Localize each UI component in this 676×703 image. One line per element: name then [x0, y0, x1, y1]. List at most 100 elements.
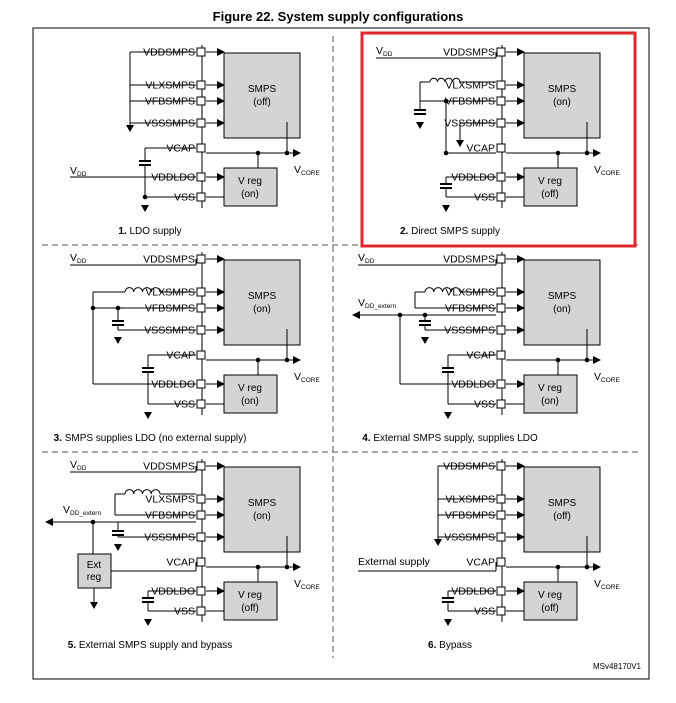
panel-1: VDDSMPSVLXSMPSVFBSMPSVSSSMPSVCAPVDDLDOVS… [70, 45, 320, 237]
pin-square [196, 143, 206, 153]
panel-4: VDDSMPSVLXSMPSVFBSMPSVSSSMPSVCAPVDDLDOVS… [352, 252, 620, 444]
vreg-label: V reg [238, 590, 262, 601]
pin-square [196, 80, 206, 90]
panel-3: VDDSMPSVLXSMPSVFBSMPSVSSSMPSVCAPVDDLDOVS… [54, 252, 320, 444]
smps-block [523, 52, 601, 139]
panel-caption: 1. LDO supply [118, 226, 181, 237]
pin-square [496, 510, 506, 520]
pin-square [196, 461, 206, 471]
smps-state: (on) [553, 97, 571, 108]
pin-label-vcap: VCAP [466, 557, 495, 569]
ground-icon [444, 412, 452, 419]
pin-square [196, 510, 206, 520]
panel-caption: 4. External SMPS supply, supplies LDO [362, 433, 538, 444]
pin-label-vcap: VCAP [466, 143, 495, 155]
vcore-label: VCORE [294, 371, 320, 384]
smps-block [523, 259, 601, 346]
pin-square [496, 379, 506, 389]
pin-square [196, 494, 206, 504]
inductor-icon [429, 77, 461, 83]
ext-reg-label-2: reg [87, 572, 101, 583]
pin-square [496, 118, 506, 128]
panel-2: VDDSMPSVLXSMPSVFBSMPSVSSSMPSVCAPVDDLDOVS… [376, 45, 620, 237]
vreg-label: V reg [538, 383, 562, 394]
pin-square [196, 379, 206, 389]
figure-reference: MSv48170V1 [593, 662, 642, 671]
ext-reg-label-1: Ext [87, 560, 102, 571]
pin-label-vcap: VCAP [166, 557, 195, 569]
panel-caption: 5. External SMPS supply and bypass [68, 640, 233, 651]
smps-label: SMPS [248, 291, 277, 302]
pin-square [496, 172, 506, 182]
pin-square [496, 350, 506, 360]
pin-square [196, 192, 206, 202]
inductor-icon [424, 287, 461, 293]
ground-icon [421, 337, 429, 344]
pin-square [496, 143, 506, 153]
panel-caption: 3. SMPS supplies LDO (no external supply… [54, 433, 247, 444]
panel-5: VDDSMPSVLXSMPSVFBSMPSVSSSMPSVCAPVDDLDOVS… [45, 459, 320, 651]
pin-square [496, 287, 506, 297]
vdd-label: VDD [376, 45, 393, 58]
smps-block [223, 52, 301, 139]
pin-square [496, 80, 506, 90]
vdd-label: VDD [358, 252, 375, 265]
pin-square [496, 606, 506, 616]
inductor-icon [124, 489, 161, 495]
smps-label: SMPS [248, 498, 277, 509]
pin-square [496, 303, 506, 313]
pin-square [496, 254, 506, 264]
pin-square [496, 192, 506, 202]
pin-square [196, 47, 206, 57]
vreg-state: (on) [541, 396, 559, 407]
smps-label: SMPS [548, 84, 577, 95]
smps-label: SMPS [548, 498, 577, 509]
vreg-block [523, 374, 578, 414]
pin-square [196, 303, 206, 313]
vcore-label: VCORE [294, 164, 320, 177]
pin-square [496, 96, 506, 106]
pin-label-vddsmps: VDDSMPS [143, 461, 195, 473]
smps-label: SMPS [548, 291, 577, 302]
pin-square [196, 606, 206, 616]
pin-square [196, 287, 206, 297]
smps-state: (on) [553, 304, 571, 315]
pin-square [196, 399, 206, 409]
vreg-block [223, 374, 278, 414]
highlight-box [360, 31, 637, 248]
pin-square [196, 254, 206, 264]
vreg-label: V reg [538, 176, 562, 187]
vreg-state: (off) [241, 603, 259, 614]
pin-label-vddsmps: VDDSMPS [143, 254, 195, 266]
smps-block [523, 466, 601, 553]
smps-state: (off) [553, 511, 571, 522]
ground-icon [144, 412, 152, 419]
external-supply-label: External supply [358, 556, 431, 568]
vreg-label: V reg [238, 176, 262, 187]
junction-dot [443, 150, 449, 156]
pin-square [196, 172, 206, 182]
pin-square [496, 532, 506, 542]
vreg-state: (on) [241, 189, 259, 200]
pin-square [196, 557, 206, 567]
vreg-block [223, 581, 278, 621]
pin-square [196, 96, 206, 106]
pin-square [196, 350, 206, 360]
pin-label-vddsmps: VDDSMPS [443, 254, 495, 266]
inductor-icon [124, 287, 161, 293]
vdd-label: VDD [70, 459, 87, 472]
figure-title: Figure 22. System supply configurations [212, 9, 464, 24]
vcore-label: VCORE [594, 164, 620, 177]
smps-state: (on) [253, 511, 271, 522]
vcore-label: VCORE [294, 578, 320, 591]
vdd-extern-label: VDD_extern [358, 297, 396, 310]
ground-icon [90, 602, 98, 609]
pin-square [496, 494, 506, 504]
pin-square [496, 557, 506, 567]
vdd-label: VDD [70, 165, 87, 178]
vreg-state: (on) [241, 396, 259, 407]
pin-square [496, 47, 506, 57]
vdd-label: VDD [70, 252, 87, 265]
pin-square [196, 532, 206, 542]
